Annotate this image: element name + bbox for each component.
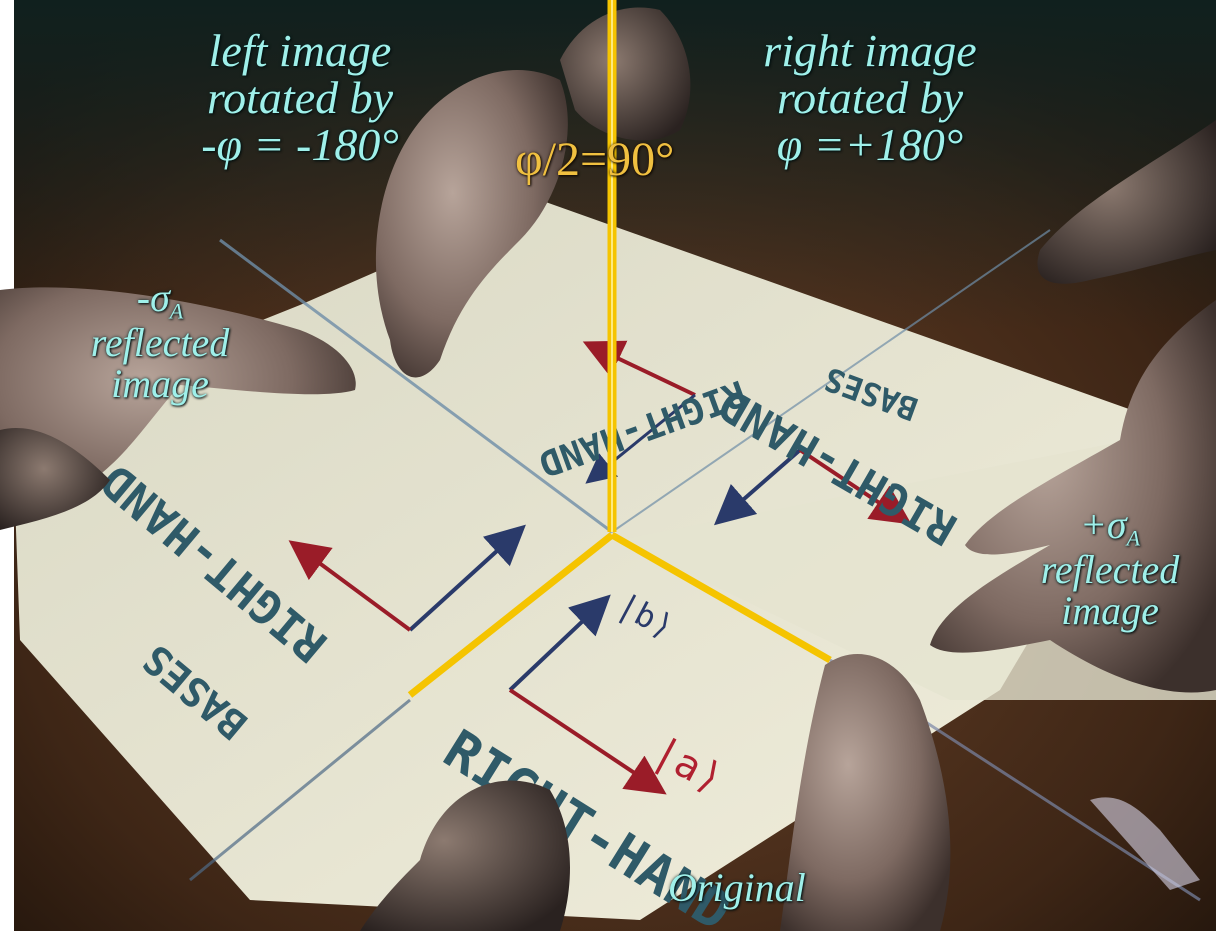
left-sigma: -σ <box>136 275 170 320</box>
hand-right <box>930 300 1216 693</box>
hand-top-center <box>560 7 691 141</box>
hand-top-left <box>375 70 568 378</box>
right-reflection-label: +σA reflected image <box>1040 502 1180 633</box>
right-sigma-sub: A <box>1126 525 1141 551</box>
left-sigma-sub: A <box>169 298 184 324</box>
mirror-line-right <box>610 531 832 664</box>
mirror-line-left <box>407 532 615 698</box>
hands <box>0 7 1216 931</box>
original-label: Original <box>668 865 806 910</box>
glare <box>1090 797 1200 890</box>
mirror-lines <box>407 0 832 698</box>
right-rotation-label: right image rotated by φ =+180° <box>763 25 977 170</box>
hand-left-thumb <box>0 428 110 530</box>
left-rotation-label: left image rotated by -φ = -180° <box>201 25 399 170</box>
hand-right-top <box>1037 120 1216 284</box>
right-sigma: +σ <box>1079 502 1127 547</box>
half-angle-label: φ/2=90° <box>515 133 675 186</box>
hand-bottom-right <box>780 653 951 931</box>
hand-bottom-left <box>360 780 570 931</box>
left-reflection-label: -σA reflected image <box>90 275 230 406</box>
